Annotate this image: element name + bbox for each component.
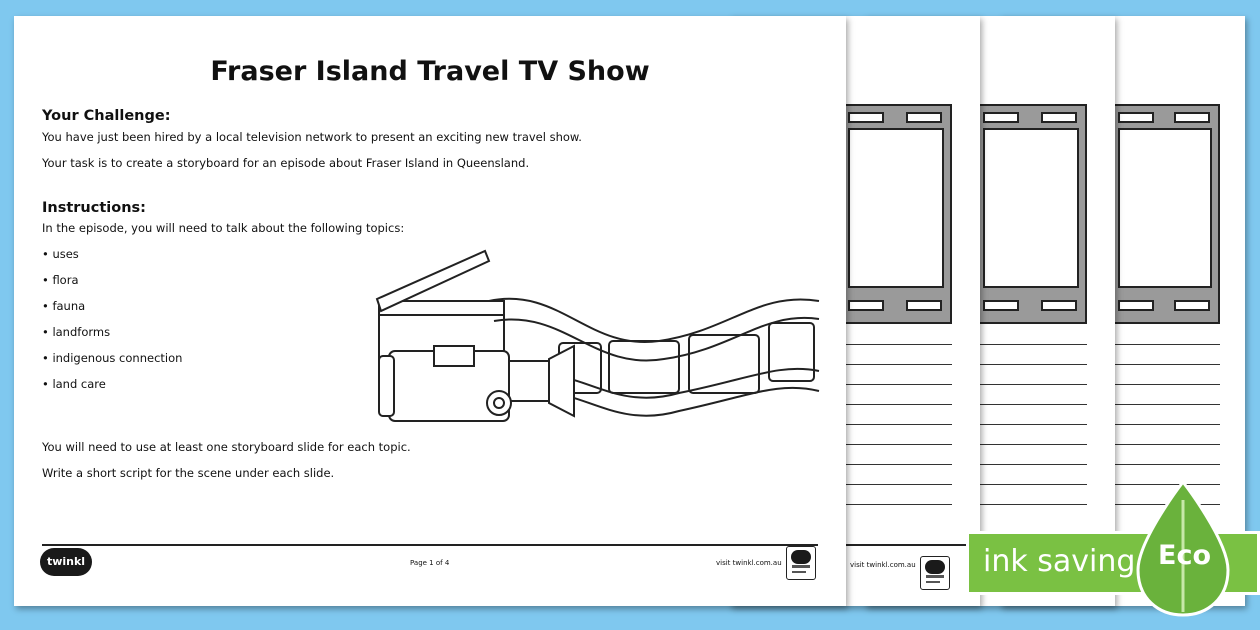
list-item: • flora — [42, 273, 79, 287]
list-item: • landforms — [42, 325, 111, 339]
challenge-line: You have just been hired by a local tele… — [42, 130, 582, 144]
instructions-intro: In the episode, you will need to talk ab… — [42, 221, 405, 235]
challenge-line: Your task is to create a storyboard for … — [42, 156, 530, 170]
list-item: • fauna — [42, 299, 86, 313]
eco-drop-icon — [1136, 480, 1230, 617]
sprocket-hole — [848, 300, 884, 311]
storyboard-slide-window — [1118, 128, 1212, 288]
sprocket-hole — [906, 112, 942, 123]
footer-rule — [740, 544, 970, 546]
footer-site: visit twinkl.com.au — [716, 559, 782, 567]
sprocket-hole — [1174, 112, 1210, 123]
topic-list: • uses • flora • fauna • landforms • ind… — [42, 247, 182, 403]
quality-badge — [786, 546, 816, 580]
storyboard-slide-window — [983, 128, 1079, 288]
page-title: Fraser Island Travel TV Show — [210, 56, 650, 87]
storyboard-slide-frame — [975, 104, 1087, 324]
list-item: • indigenous connection — [42, 351, 183, 365]
list-item: • land care — [42, 377, 106, 391]
quality-badge — [920, 556, 950, 590]
sprocket-hole — [1041, 112, 1077, 123]
sprocket-hole — [1041, 300, 1077, 311]
worksheet-page-1: Fraser Island Travel TV Show Your Challe… — [14, 16, 846, 606]
sprocket-hole — [1118, 112, 1154, 123]
ink-saving-label: ink saving — [983, 544, 1136, 579]
sprocket-hole — [983, 112, 1019, 123]
storyboard-slide-frame — [1110, 104, 1220, 324]
sprocket-hole — [1174, 300, 1210, 311]
footer-rule — [42, 544, 818, 546]
sprocket-hole — [906, 300, 942, 311]
twinkl-logo: twinkl — [40, 548, 92, 576]
challenge-heading: Your Challenge: — [42, 108, 171, 124]
storyboard-slide-frame — [840, 104, 952, 324]
sprocket-hole — [983, 300, 1019, 311]
eco-badge-label: Eco — [1158, 540, 1211, 571]
closing-line: Write a short script for the scene under… — [42, 466, 335, 480]
page-number: Page 1 of 4 — [410, 559, 450, 567]
storyboard-slide-window — [848, 128, 944, 288]
list-item: • uses — [42, 247, 79, 261]
camera-filmstrip-illustration — [375, 249, 820, 422]
closing-line: You will need to use at least one storyb… — [42, 440, 411, 454]
instructions-heading: Instructions: — [42, 200, 146, 216]
sprocket-hole — [1118, 300, 1154, 311]
sprocket-hole — [848, 112, 884, 123]
footer-site: visit twinkl.com.au — [850, 561, 916, 569]
